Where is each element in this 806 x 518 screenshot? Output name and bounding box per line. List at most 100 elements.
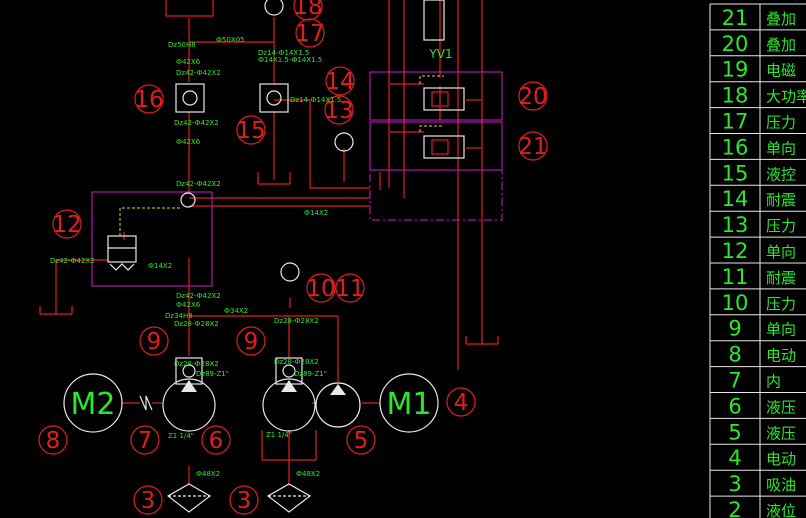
parts-table-no: 2 (728, 498, 741, 518)
callout-number: 12 (52, 212, 81, 238)
pipe-label: Dz42-Ф42X2 (176, 180, 221, 188)
callout-number: 9 (244, 329, 259, 355)
callout-number: 13 (324, 98, 353, 124)
callout-circle (518, 81, 548, 111)
parts-table-no: 14 (722, 187, 749, 211)
parts-table-name: 电动 (766, 450, 796, 468)
pipe-label: Ф50X05 (216, 36, 245, 44)
stack-valve-details (431, 91, 449, 155)
pipe-label: Dz34H8 (165, 312, 193, 320)
parts-table-name: 内 (766, 373, 781, 391)
pipe-label: Dz28-Ф28X2 (274, 317, 319, 325)
valve-yv1 (423, 0, 445, 41)
callout-number: 18 (293, 0, 322, 20)
parts-table-no: 17 (722, 110, 749, 134)
pipe-label: Dz42-Ф42X2 (50, 257, 95, 265)
pipe-label: Ф34X2 (224, 307, 248, 315)
pilot-lines (119, 75, 444, 236)
pipe-label: Ф42X6 (176, 58, 201, 66)
pipe-label: Dz14-Ф14X1.5 (258, 49, 309, 57)
gauge-18 (264, 0, 284, 16)
parts-table-no: 18 (722, 84, 749, 108)
parts-table-name: 叠加 (766, 36, 796, 54)
callout-number: 5 (354, 428, 369, 454)
callout-number: 17 (295, 21, 324, 47)
parts-table-no: 7 (728, 369, 741, 393)
parts-table-no: 6 (728, 394, 741, 418)
pump-arrows (181, 380, 346, 395)
parts-table-no: 3 (728, 472, 741, 496)
motor-m1 (379, 373, 439, 433)
callout-circle (38, 425, 68, 455)
parts-table-no: 10 (722, 291, 749, 315)
filter-3b (266, 483, 312, 513)
callout-number: 3 (141, 488, 156, 514)
motor-m1-label: M1 (387, 387, 432, 422)
pipe-label: Ф48X2 (196, 470, 220, 478)
pipe-label: Dz42-Ф42X2 (176, 292, 221, 300)
pipe-label: Dz50H8 (168, 41, 196, 49)
pipe-label: Dz28-Ф28X2 (274, 358, 319, 366)
callout-number: 8 (46, 428, 61, 454)
parts-table-name: 大功率液 (766, 88, 806, 106)
parts-table-name: 耐震 (766, 269, 796, 287)
callout-circle (52, 209, 82, 239)
callout-number: 4 (454, 390, 469, 416)
callout-circle (236, 326, 266, 356)
pipe-label: Ф48X2 (296, 470, 320, 478)
callout-number: 3 (237, 488, 252, 514)
pipe-label: Dz28-Ф28X2 (174, 360, 219, 368)
parts-table-name: 吸油 (766, 476, 796, 494)
parts-table-name: 液控 (766, 165, 796, 183)
callout-circle (306, 273, 336, 303)
callout-circle (335, 273, 365, 303)
pump-5b (315, 382, 361, 428)
gauge-13 (334, 132, 354, 152)
motor-m2 (63, 373, 123, 433)
pipe-label: Z1 1/4" (266, 431, 292, 439)
parts-table-name: 电磁 (766, 62, 796, 80)
callout-number: 11 (335, 276, 364, 302)
callout-number: 9 (147, 329, 162, 355)
callout-number: 6 (209, 428, 224, 454)
parts-table-no: 12 (722, 239, 749, 263)
check-valve-15 (259, 83, 289, 113)
pipe-labels: Dz50H8Ф50X05Ф42X6Dz42-Ф42X2Dz14-Ф14X1.5Ф… (50, 36, 341, 478)
callout-circle (236, 115, 266, 145)
callout-number: 16 (134, 87, 163, 113)
callout-number: 14 (325, 69, 354, 95)
pipe-label: Dz28-Ф28X2 (174, 320, 219, 328)
parts-table-name: 液压 (766, 424, 796, 442)
parts-table: 21叠加20叠加19电磁18大功率液17压力16单向15液控14耐震13压力12… (709, 3, 806, 518)
pipe-label: Dz42-Ф42X2 (174, 119, 219, 127)
check-valve-16 (175, 83, 205, 113)
parts-table-no: 19 (722, 58, 749, 82)
callout-circle (518, 131, 548, 161)
callout-circle (130, 425, 160, 455)
callout-circle (134, 84, 164, 114)
parts-table-no: 16 (722, 135, 749, 159)
pipe-label: Dz14-Ф14X1.5 (290, 96, 341, 104)
pipe-label: Ф14X1.5-Ф14X1.5 (258, 56, 322, 64)
valve-yv1-label: YV1 (428, 47, 452, 61)
pipe-label: Ф42X6 (176, 301, 201, 309)
callout-number: 7 (138, 428, 153, 454)
callout-circle (346, 425, 376, 455)
callout-circle (295, 18, 325, 48)
callout-circle (133, 485, 163, 515)
gauge-10 (280, 262, 300, 282)
callout-circle (139, 326, 169, 356)
parts-table-no: 11 (722, 265, 749, 289)
pump-6 (162, 378, 216, 432)
parts-table-name: 电动 (766, 347, 796, 365)
motor-m2-label: M2 (71, 387, 116, 422)
parts-table-no: 5 (728, 420, 741, 444)
pipe-label: Ф14X2 (304, 209, 328, 217)
pump-5a (262, 378, 316, 432)
parts-table-name: 压力 (766, 114, 796, 132)
parts-table-name: 单向 (766, 139, 796, 157)
pipe-label: Ф14X2 (148, 262, 172, 270)
callout-number: 21 (518, 134, 547, 160)
